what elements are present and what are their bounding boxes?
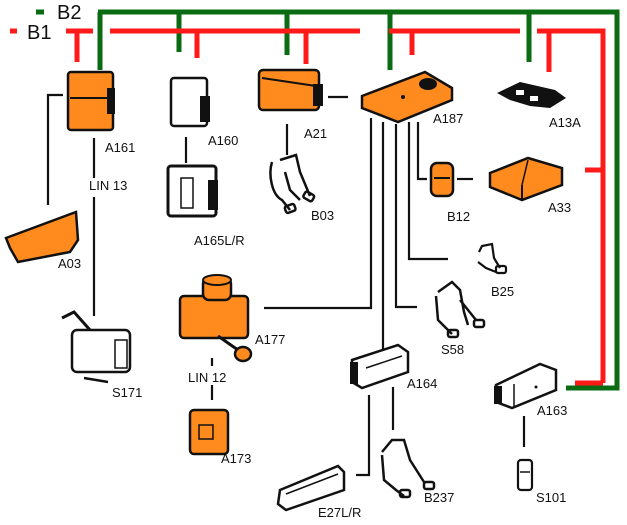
component-b12-shape[interactable] [429,161,455,198]
label-a177: A177 [255,332,286,347]
label-lin12: LIN 12 [188,370,227,385]
component-a163-shape[interactable] [494,362,558,410]
label-b25: B25 [491,284,515,299]
label-s101: S101 [536,490,567,505]
component-a33-shape[interactable] [488,156,564,202]
component-a161-shape[interactable] [66,70,115,132]
label-a161: A161 [105,140,136,155]
component-s101-shape[interactable] [516,458,534,492]
label-a187: A187 [433,111,464,126]
label-a165: A165L/R [194,233,245,248]
label-s58: S58 [441,342,465,357]
component-a164-shape[interactable] [350,343,410,390]
component-b25-shape[interactable] [477,242,508,275]
label-a173: A173 [221,451,252,466]
label-a163: A163 [537,403,568,418]
component-a187-shape[interactable] [360,70,454,124]
label-b12: B12 [447,209,471,224]
component-b03-shape[interactable] [269,153,316,215]
component-s58-shape[interactable] [434,280,486,339]
bus-b1-lines [10,28,606,386]
component-e27-shape[interactable] [276,464,346,512]
component-a173-shape[interactable] [188,408,230,456]
component-a177-shape[interactable] [178,274,253,363]
label-e27: E27L/R [318,505,362,520]
label-a03: A03 [58,256,82,271]
signal-wires [46,93,526,477]
bus-label-b1: B1 [27,22,52,44]
component-b237-shape[interactable] [380,438,436,499]
component-a160-shape[interactable] [169,76,210,128]
label-b03: B03 [311,208,335,223]
label-lin13: LIN 13 [89,178,128,193]
component-a13a-shape[interactable] [497,82,566,108]
label-a160: A160 [208,133,239,148]
component-s171-shape[interactable] [61,310,132,384]
bus-label-b2: B2 [57,2,82,24]
label-a13a: A13A [549,115,581,130]
label-a164: A164 [407,376,438,391]
label-b237: B237 [424,490,455,505]
label-a33: A33 [548,200,572,215]
label-a21: A21 [304,126,328,141]
component-a165-shape[interactable] [166,164,218,218]
label-s171: S171 [112,385,143,400]
component-a03-shape[interactable] [4,210,80,264]
component-a21-shape[interactable] [257,68,323,112]
